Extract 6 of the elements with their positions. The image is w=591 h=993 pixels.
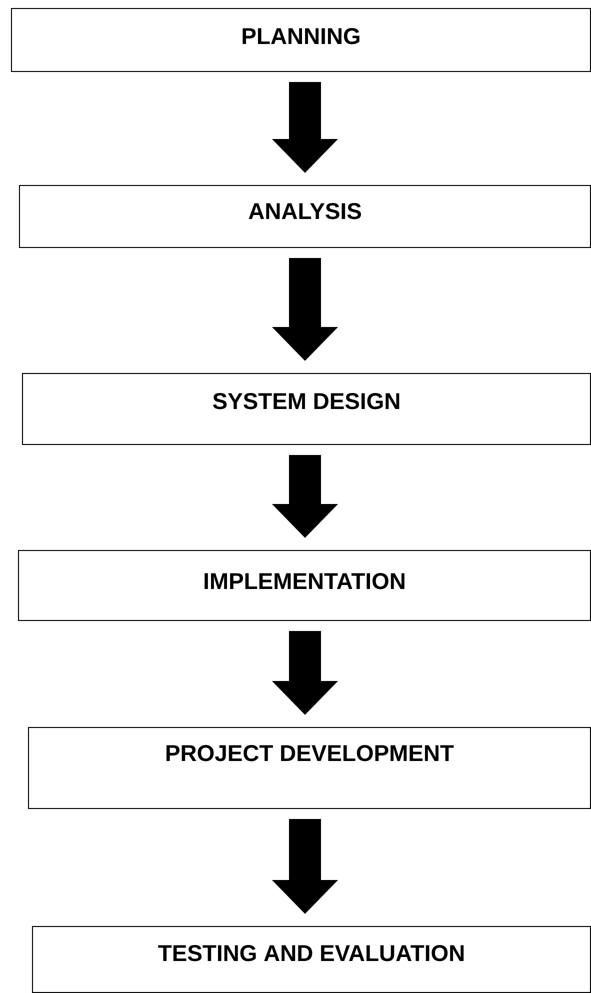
process-box: IMPLEMENTATION xyxy=(18,550,591,621)
process-box: SYSTEM DESIGN xyxy=(22,373,591,445)
process-box: ANALYSIS xyxy=(19,185,591,248)
process-box: TESTING AND EVALUATION xyxy=(32,926,591,993)
process-box: PROJECT DEVELOPMENT xyxy=(28,727,591,809)
process-box: PLANNING xyxy=(11,8,591,72)
